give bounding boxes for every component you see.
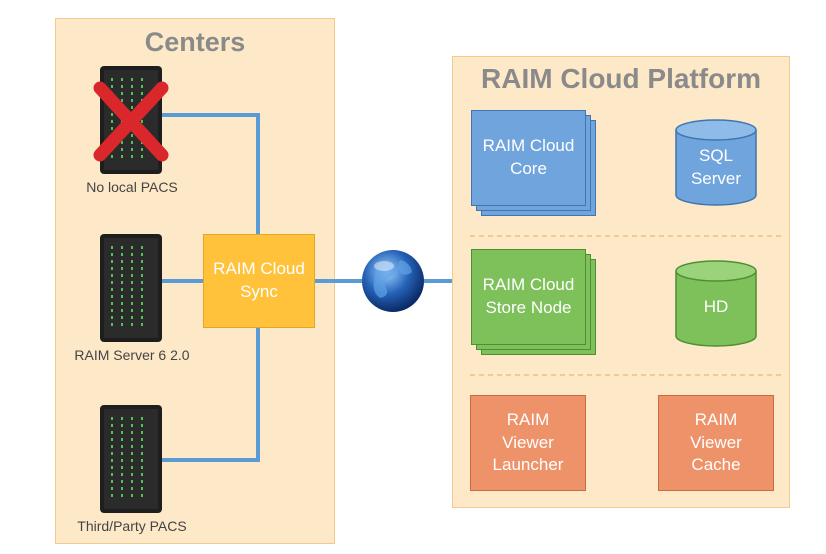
raim-cloud-core-box: RAIM Cloud Core (471, 110, 586, 206)
server-icon-raim-server (100, 234, 162, 342)
hd-cylinder (675, 260, 757, 347)
centers-title: Centers (144, 27, 246, 57)
connector-top (162, 113, 260, 234)
sql-server-cylinder (675, 119, 757, 206)
caption-raim-server: RAIM Server 6 2.0 (74, 347, 190, 363)
globe-icon (362, 250, 424, 312)
raim-cloud-store-node-box: RAIM Cloud Store Node (471, 249, 586, 345)
connector-bottom (162, 328, 260, 462)
platform-title: RAIM Cloud Platform (481, 63, 761, 94)
raim-viewer-cache-box: RAIM Viewer Cache (658, 395, 774, 491)
caption-third-party-pacs: Third/Party PACS (77, 518, 187, 534)
sql-server-label: SQL Server (690, 146, 742, 188)
server-icon-third-party-pacs (100, 405, 162, 513)
red-x-icon (93, 81, 169, 162)
hd-label: HD (703, 297, 729, 316)
caption-no-local-pacs: No local PACS (86, 179, 178, 195)
raim-cloud-sync-box: RAIM Cloud Sync (203, 234, 315, 328)
raim-viewer-launcher-box: RAIM Viewer Launcher (470, 395, 586, 491)
